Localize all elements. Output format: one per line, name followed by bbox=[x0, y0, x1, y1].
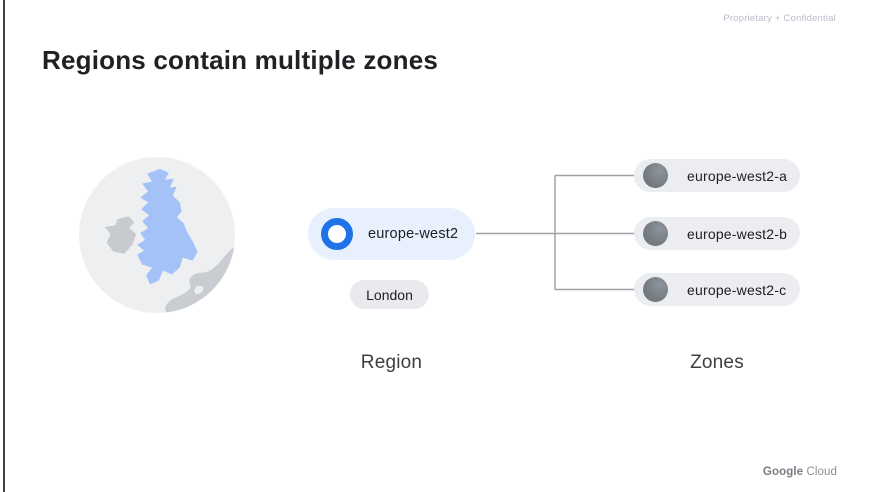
brand-cloud-text: Cloud bbox=[806, 466, 837, 478]
brand-google-text: Google bbox=[762, 466, 804, 478]
slide-edge-line bbox=[3, 0, 5, 492]
zone-pill-c: europe-west2-c bbox=[634, 273, 800, 306]
zone-dot-icon bbox=[643, 277, 668, 302]
britain-shape bbox=[137, 168, 198, 285]
ireland-shape bbox=[104, 216, 137, 254]
zone-dot-icon bbox=[643, 221, 668, 246]
zones-caption: Zones bbox=[690, 352, 744, 373]
region-caption: Region bbox=[360, 352, 423, 373]
page-title: Regions contain multiple zones bbox=[42, 45, 439, 75]
city-pill: London bbox=[350, 280, 429, 309]
region-name: europe-west2 bbox=[368, 226, 459, 242]
region-pill: europe-west2 bbox=[308, 208, 475, 260]
zone-name: europe-west2-b bbox=[687, 225, 788, 242]
zone-pill-b: europe-west2-b bbox=[634, 217, 800, 250]
uk-globe-icon bbox=[78, 156, 236, 314]
zone-dot-icon bbox=[643, 163, 668, 188]
city-name: London bbox=[366, 286, 413, 303]
google-cloud-logo: Google Cloud bbox=[763, 466, 837, 478]
zone-pill-a: europe-west2-a bbox=[634, 159, 800, 192]
zone-name: europe-west2-a bbox=[687, 167, 788, 184]
classification-label: Proprietary + Confidential bbox=[723, 13, 836, 24]
zone-name: europe-west2-c bbox=[687, 281, 787, 298]
region-ring-icon bbox=[321, 218, 353, 250]
